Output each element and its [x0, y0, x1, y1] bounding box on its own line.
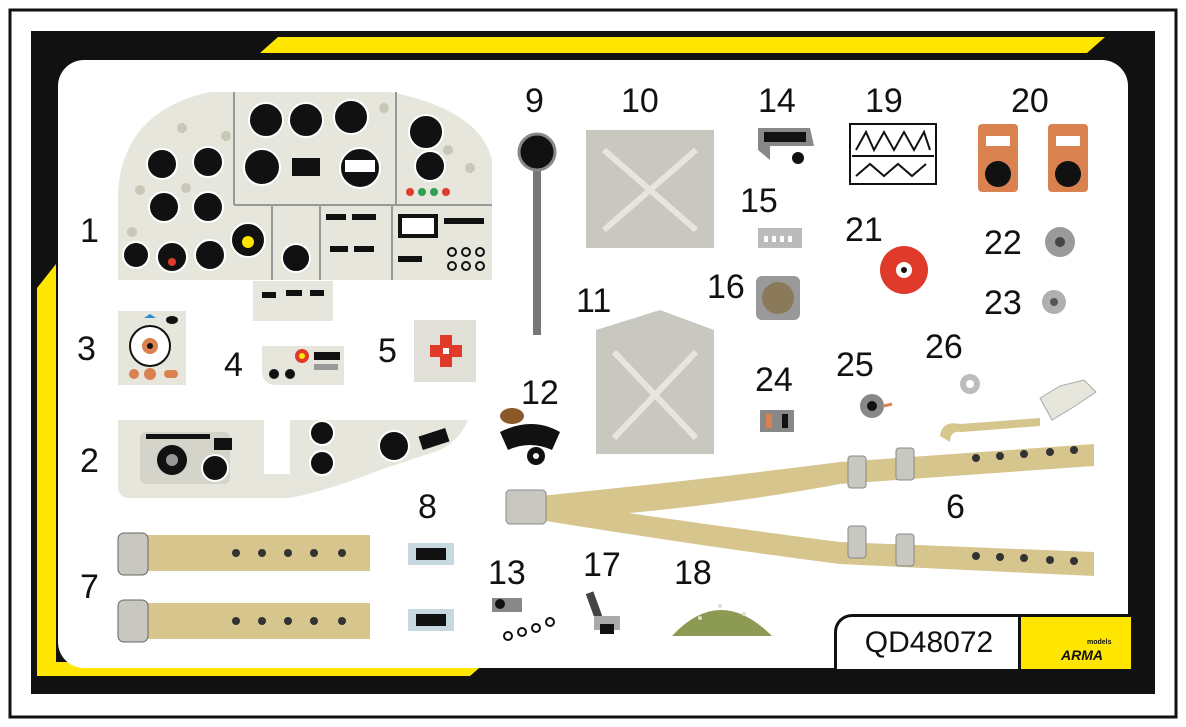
part-25-dial: [860, 394, 893, 418]
brand-logo-text: ARMA: [1061, 647, 1103, 663]
product-code: QD48072: [834, 614, 1021, 669]
part-26-gear: [960, 374, 980, 394]
brand-logo: models ARMA: [1018, 614, 1131, 669]
yellow-stripe-top: [260, 37, 1105, 53]
label-6: 6: [946, 488, 965, 526]
part-7-straps: [117, 532, 370, 643]
label-10: 10: [621, 82, 659, 120]
label-7: 7: [80, 568, 99, 606]
part-8-buckles: [408, 543, 454, 631]
part-13-lever-cluster: [492, 598, 555, 641]
label-15: 15: [740, 182, 778, 220]
part-12-throttle: [500, 408, 560, 465]
part-2-side-console: [118, 420, 468, 498]
label-8: 8: [418, 488, 437, 526]
label-22: 22: [984, 224, 1022, 262]
label-2: 2: [80, 442, 99, 480]
part-6-harness: [505, 379, 1097, 576]
part-21-red-rosette: [880, 246, 928, 294]
label-11: 11: [576, 282, 612, 320]
label-4: 4: [224, 346, 243, 384]
part-20-orange-panels: [978, 124, 1088, 192]
part-10-panel: [586, 130, 714, 248]
label-1: 1: [80, 212, 99, 250]
part-4-switch-strip: [262, 346, 344, 385]
part-22-gear: [1045, 227, 1075, 257]
label-3: 3: [77, 330, 96, 368]
label-23: 23: [984, 284, 1022, 322]
label-20: 20: [1011, 82, 1049, 120]
part-3-clock-panel: [118, 311, 186, 385]
label-25: 25: [836, 346, 874, 384]
label-12: 12: [521, 374, 559, 412]
label-21: 21: [845, 211, 883, 249]
label-19: 19: [865, 82, 903, 120]
label-18: 18: [674, 554, 712, 592]
part-15-connector: [758, 228, 802, 248]
part-9-pole-gauge: [517, 132, 557, 335]
part-23-gear: [1042, 290, 1066, 314]
label-24: 24: [755, 361, 793, 399]
part-16-speaker: [756, 276, 800, 320]
part-5-first-aid: [414, 320, 476, 382]
part-19-chart-card: [849, 123, 937, 185]
label-9: 9: [525, 82, 544, 120]
label-14: 14: [758, 82, 796, 120]
label-26: 26: [925, 328, 963, 366]
label-5: 5: [378, 332, 397, 370]
part-17-lever: [585, 591, 620, 634]
part-1-instrument-panel: [118, 92, 492, 321]
label-13: 13: [488, 554, 526, 592]
part-11-panel: [596, 310, 714, 454]
brand-logo-subtext: models: [1087, 639, 1112, 646]
part-14-radio: [758, 128, 814, 164]
part-24-switch: [760, 410, 794, 432]
label-17: 17: [583, 546, 621, 584]
label-16: 16: [707, 268, 745, 306]
part-18-dome: [672, 604, 772, 636]
